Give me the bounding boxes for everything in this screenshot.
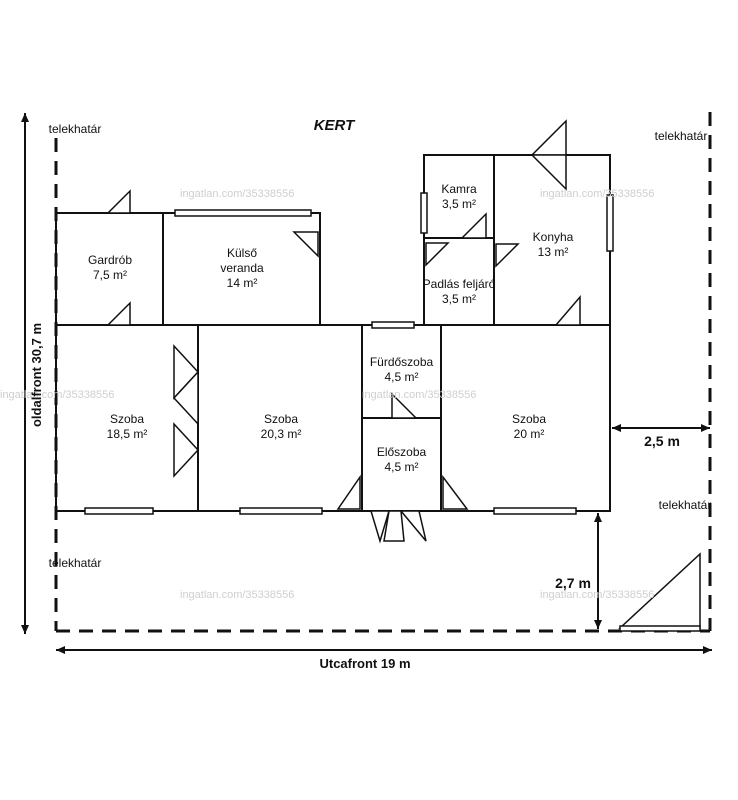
room-konyha: Konyha 13 m² [508, 230, 598, 260]
living-door [336, 474, 361, 510]
room-szoba-3: Szoba 20 m² [482, 412, 576, 442]
room-area: 20 m² [513, 427, 545, 441]
folding-door-2 [172, 370, 199, 426]
room-area: 20,3 m² [260, 427, 302, 441]
entrance-door-right [399, 510, 427, 542]
room-name: Padlás feljáró [422, 277, 496, 291]
windows [84, 192, 614, 515]
room-name: Kamra [441, 182, 477, 196]
side-front-label: oldalfront 30,7 m [29, 322, 44, 428]
veranda-window [174, 209, 312, 217]
entrance-door-left [369, 510, 391, 544]
padlas-door [425, 242, 450, 267]
kamra-window [420, 192, 428, 234]
room-area: 3,5 m² [441, 197, 476, 211]
room2-window [239, 507, 323, 515]
kitchen-inner-door [495, 243, 520, 268]
room-name: Konyha [532, 230, 574, 244]
room-gardrob: Gardrób 7,5 m² [63, 253, 157, 283]
room-szoba-2: Szoba 20,3 m² [234, 412, 328, 442]
room-area: 3,5 m² [441, 292, 476, 306]
watermark: ingatlan.com/35338556 [540, 589, 655, 601]
garden-label: KERT [313, 117, 355, 134]
room-name-line2: veranda [220, 261, 264, 275]
bathroom-door [391, 392, 418, 419]
watermark: ingatlan.com/35338556 [180, 188, 295, 200]
kitchen-garden-door [530, 119, 567, 156]
folding-door-3 [173, 422, 200, 478]
doors [106, 119, 581, 544]
kitchen-window [606, 194, 614, 252]
room-furdoszoba: Fürdőszoba 4,5 m² [362, 355, 441, 385]
room-name: Előszoba [376, 445, 427, 459]
room-name: Szoba [109, 412, 145, 426]
room-name: Fürdőszoba [369, 355, 434, 369]
room-area: 18,5 m² [106, 427, 148, 441]
boundary-label-bottom-left: telekhatár [48, 556, 102, 570]
room-area: 7,5 m² [92, 268, 127, 282]
room-name: Gardrób [87, 253, 133, 267]
room-eloszoba: Előszoba 4,5 m² [362, 445, 441, 475]
watermark: ingatlan.com/35338556 [0, 389, 115, 401]
room-szoba-1: Szoba 18,5 m² [80, 412, 174, 442]
room3-window [493, 507, 577, 515]
kitchen-lower-door [554, 294, 581, 326]
room-area: 4,5 m² [384, 370, 419, 384]
kamra-door [460, 212, 487, 239]
street-front-label: Utcafront 19 m [319, 656, 411, 671]
kitchen-garden-door-2 [530, 154, 567, 191]
room-name: Külső [226, 246, 258, 260]
room-name: Szoba [263, 412, 299, 426]
hall-right-door [442, 474, 469, 510]
room-kamra: Kamra 3,5 m² [428, 182, 490, 212]
room-name: Szoba [511, 412, 547, 426]
walls [55, 154, 611, 512]
boundary-label-top-left: telekhatár [48, 122, 102, 136]
watermark: ingatlan.com/35338556 [362, 389, 477, 401]
front-gap-label: 2,7 m [555, 575, 591, 591]
right-gap-label: 2,5 m [644, 433, 680, 449]
room-area: 13 m² [537, 245, 569, 259]
room-padlas: Padlás feljáró 3,5 m² [420, 277, 498, 307]
veranda-door [292, 231, 319, 258]
gate [618, 552, 701, 632]
gardrob-outer-door [106, 189, 131, 214]
gardrob-inner-door [106, 301, 131, 326]
boundary-label-top-right: telekhatár [654, 129, 708, 143]
room-area: 4,5 m² [384, 460, 419, 474]
room-area: 14 m² [226, 276, 258, 290]
watermark: ingatlan.com/35338556 [540, 188, 655, 200]
dimension-lines [21, 113, 712, 654]
watermark: ingatlan.com/35338556 [180, 589, 295, 601]
boundary-label-right-mid: telekhatár [658, 498, 712, 512]
room1-window [84, 507, 154, 515]
entrance-door-mid [383, 510, 405, 542]
bathroom-window [371, 321, 415, 329]
room-veranda: Külső veranda 14 m² [200, 246, 284, 291]
